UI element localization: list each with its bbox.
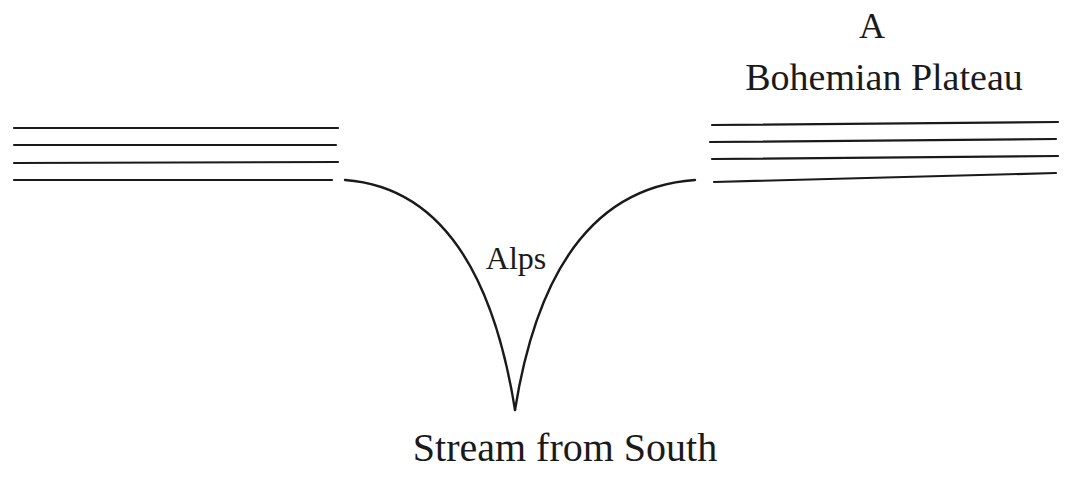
- range-label: Alps: [486, 242, 546, 274]
- fold-curve: [515, 180, 695, 410]
- stratum-line: [14, 144, 336, 146]
- region-label: Bohemian Plateau: [745, 58, 1023, 96]
- stratum-line: [712, 156, 1058, 159]
- stratum-line: [14, 162, 338, 163]
- stream-label: Stream from South: [413, 428, 717, 468]
- stratum-line: [714, 173, 1056, 182]
- fold-curve: [345, 180, 515, 410]
- plateau-strata: [14, 122, 1058, 182]
- stratum-line: [710, 139, 1056, 142]
- point-label: A: [859, 8, 885, 44]
- stratum-line: [14, 127, 338, 129]
- stratum-line: [14, 179, 332, 181]
- alps-fold: [345, 180, 695, 410]
- stratum-line: [712, 122, 1058, 125]
